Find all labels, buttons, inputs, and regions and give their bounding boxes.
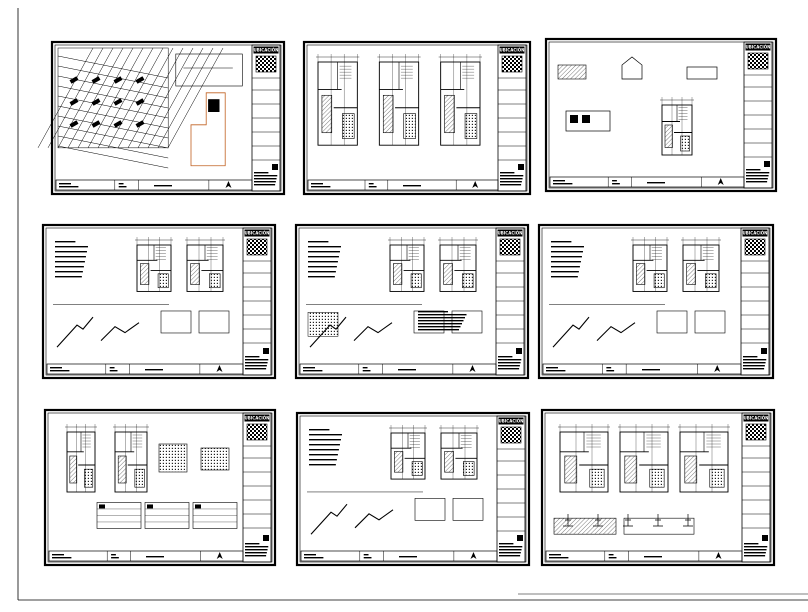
sheet-number-box — [518, 164, 524, 170]
location-thumbnail — [747, 52, 769, 70]
location-thumbnail — [246, 238, 268, 256]
bottom-title-strip — [46, 363, 244, 375]
drawing-frame — [17, 8, 808, 601]
north-arrow-icon — [225, 181, 232, 188]
parcel-outline — [190, 92, 226, 167]
sheet-drawing-area — [37, 47, 243, 169]
sheet-number-box — [516, 348, 522, 354]
north-arrow-icon — [216, 365, 223, 372]
title-block-header: UBICACIÓN — [500, 47, 525, 52]
location-thumbnail — [745, 423, 767, 441]
sheet-drawing-area — [306, 237, 483, 348]
drawing-sheet-1[interactable]: UBICACIÓN — [37, 40, 286, 196]
sheet-number-box — [263, 348, 269, 354]
sheet-drawing-area — [549, 237, 726, 348]
bottom-title-strip — [48, 550, 244, 562]
location-thumbnail — [500, 426, 522, 444]
location-thumbnail — [246, 423, 268, 441]
bottom-title-strip — [299, 363, 497, 375]
sheet-drawing-area — [557, 56, 718, 156]
title-block-header: UBICACIÓN — [254, 47, 279, 52]
north-arrow-icon — [216, 552, 223, 559]
north-arrow-icon — [470, 552, 477, 559]
bottom-title-strip — [307, 179, 499, 191]
sheet-grid: UBICACIÓN UBICACIÓN UBICACIÓN UBICACIÓN UBIC… — [37, 37, 778, 567]
title-block-header: UBICACIÓN — [245, 415, 270, 420]
bottom-title-strip — [55, 179, 253, 191]
drawing-sheet-6[interactable]: UBICACIÓN — [537, 223, 775, 380]
location-thumbnail — [744, 238, 766, 256]
bottom-title-strip — [549, 176, 745, 188]
bottom-title-strip — [545, 550, 743, 562]
north-arrow-icon — [715, 552, 722, 559]
drawing-sheet-3[interactable]: UBICACIÓN — [544, 37, 778, 193]
isometric-pipe-diagram — [552, 316, 636, 348]
drawing-sheet-5[interactable]: UBICACIÓN — [294, 223, 530, 380]
sheet-drawing-area — [65, 424, 238, 529]
title-block-header: UBICACIÓN — [744, 415, 769, 420]
drawing-sheet-8[interactable]: UBICACIÓN — [295, 411, 531, 567]
drawing-sheet-2[interactable]: UBICACIÓN — [302, 40, 532, 196]
title-block-header: UBICACIÓN — [499, 418, 524, 423]
bottom-title-strip — [300, 550, 498, 562]
north-arrow-icon — [717, 178, 724, 185]
drawing-sheet-4[interactable]: UBICACIÓN — [41, 223, 277, 380]
isometric-pipe-diagram — [56, 316, 140, 348]
drawing-sheet-9[interactable]: UBICACIÓN — [540, 408, 776, 567]
sheet-drawing-area — [316, 54, 482, 146]
location-thumbnail — [501, 55, 523, 73]
sheet-drawing-area — [307, 425, 484, 535]
sheet-number-box — [272, 164, 278, 170]
title-block-header: UBICACIÓN — [743, 230, 768, 235]
title-block-header: UBICACIÓN — [746, 44, 771, 49]
title-block-header: UBICACIÓN — [498, 230, 523, 235]
bottom-title-strip — [542, 363, 742, 375]
sheet-number-box — [761, 348, 767, 354]
sheet-number-box — [764, 161, 770, 167]
location-thumbnail — [255, 55, 277, 73]
sheet-drawing-area — [53, 237, 230, 348]
sheet-number-box — [517, 535, 523, 541]
north-arrow-icon — [469, 365, 476, 372]
sheet-number-box — [263, 535, 269, 541]
isometric-pipe-diagram — [310, 503, 394, 535]
sheet-number-box — [762, 535, 768, 541]
north-arrow-icon — [714, 365, 721, 372]
title-block-header: UBICACIÓN — [245, 230, 270, 235]
drawing-sheet-7[interactable]: UBICACIÓN — [43, 408, 277, 567]
sheet-drawing-area — [553, 424, 730, 535]
north-arrow-icon — [472, 181, 479, 188]
location-thumbnail — [499, 238, 521, 256]
